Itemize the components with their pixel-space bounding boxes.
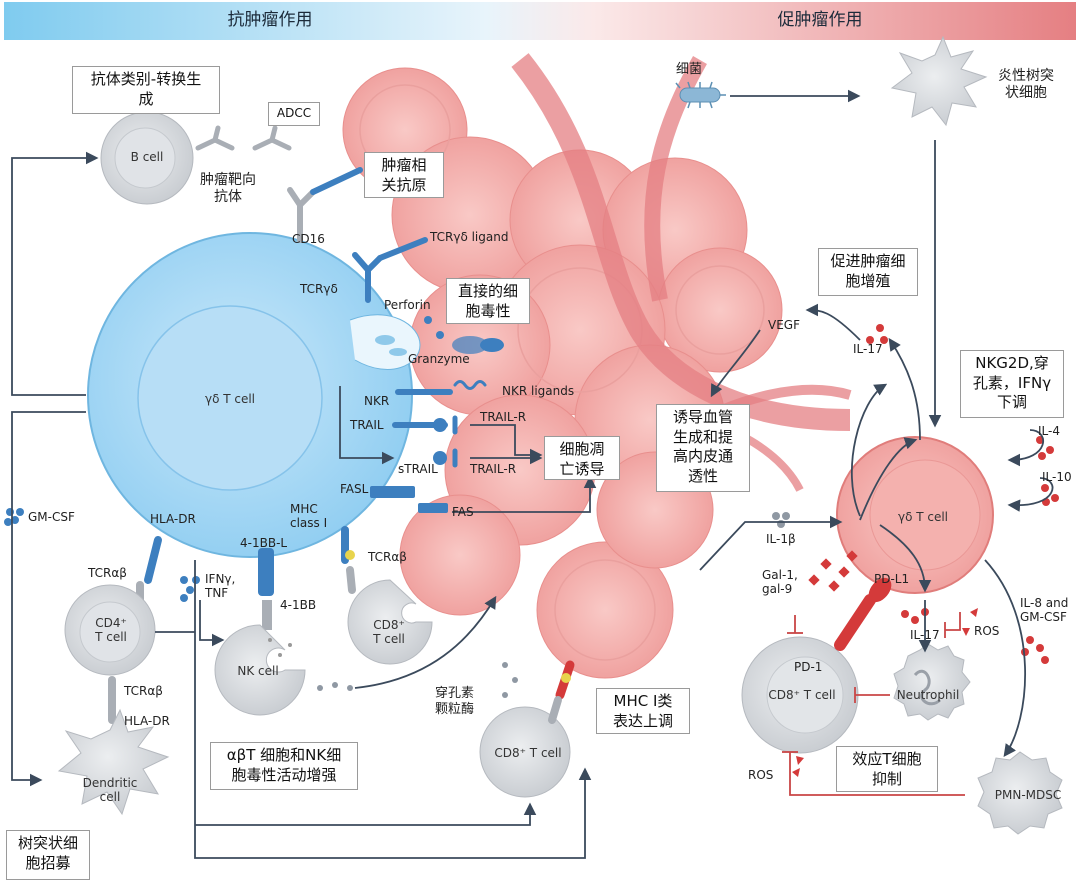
cell-cd4-label: CD4⁺T cell [95,616,127,644]
box-effector-suppression: 效应T细胞抑制 [836,746,938,792]
label-ros-left: ROS [748,768,774,782]
label-4-1bb: 4-1BB [280,598,317,612]
arrows [11,89,1054,859]
label-perforin-granzyme-cn: 穿孔素颗粒酶 [435,686,475,717]
label-inflammatory-dc: 炎性树突状细胞 [998,68,1054,101]
label-perforin: Perforin [384,298,431,312]
label-tcrab-cd4: TCRαβ [88,566,127,580]
box-promote-proliferation: 促进肿瘤细胞增殖 [818,248,918,296]
box-angiogenesis: 诱导血管生成和提高内皮通透性 [656,404,750,492]
label-tcrab-low: TCRαβ [124,684,163,698]
inhibition-lines [782,612,965,796]
label-tcrgd-ligand: TCRγδ ligand [430,230,509,244]
label-4-1bb-l: 4-1BB-L [240,536,288,550]
pmn-mdsc-body [977,751,1063,835]
cell-gd-left-label: γδ T cell [204,392,256,406]
cd8-t-cell-low-body [479,706,571,798]
label-ifng-tnf: IFNγ,TNF [205,572,236,601]
bacteria-shape [675,81,726,109]
header-band [4,2,1076,40]
label-granzyme: Granzyme [408,352,470,366]
label-fasl: FASL [340,482,369,496]
cd8-t-cell-mid-body [347,579,433,665]
label-gal: Gal-1,gal-9 [762,568,798,597]
label-il4: IL-4 [1038,424,1060,438]
receptors-mid [370,380,487,513]
label-il1b: IL-1β [766,532,796,546]
label-tcrab-cd8: TCRαβ [368,550,407,564]
box-dc-recruitment: 树突状细胞招募 [6,830,90,880]
antibodies [195,125,292,151]
label-nkr-ligands: NKR ligands [502,384,575,398]
cell-pmn-mdsc-label: PMN-MDSC [994,788,1062,802]
dendritic-cell-body [57,708,170,816]
label-hla-dr-top: HLA-DR [150,512,196,526]
box-adcc: ADCC [268,102,320,126]
cytokine-dots-red [792,324,1059,777]
label-trail-r-1: TRAIL-R [480,410,527,424]
header-right-title: 促肿瘤作用 [777,10,863,30]
label-ros-right: ROS [974,624,1000,638]
box-enhanced-cytotoxicity: αβT 细胞和NK细胞毒性活动增强 [210,742,358,790]
label-cd16: CD16 [292,232,325,246]
label-nkr: NKR [364,394,390,408]
label-tumor-targeting-antibody: 肿瘤靶向抗体 [200,172,256,205]
cell-b-cell-label: B cell [130,150,164,164]
box-mhc-upregulation: MHC Ⅰ类表达上调 [596,688,690,734]
label-hla-dr-low: HLA-DR [124,714,170,728]
nk-cell-body [214,624,306,716]
inflammatory-dc-body [890,35,988,127]
box-tumor-antigen: 肿瘤相关抗原 [364,152,444,198]
receptors-top [287,167,428,303]
cell-neutrophil-label: Neutrophil [896,688,960,702]
cell-gd-right-label: γδ T cell [897,510,949,524]
label-il17-low: IL-17 [910,628,940,642]
box-direct-cytotoxicity: 直接的细胞毒性 [446,278,530,324]
cell-cd8-right-label: CD8⁺ T cell [768,688,836,702]
gd-t-cell-left-nucleus [137,305,323,491]
neutrophil-body [893,643,971,721]
cell-cd8-mid-label: CD8⁺T cell [373,618,405,646]
label-tcrgd: TCRγδ [300,282,338,296]
label-trail-r-2: TRAIL-R [470,462,517,476]
header-left-title: 抗肿瘤作用 [227,10,313,30]
label-strail: sTRAIL [398,462,438,476]
label-pd-1: PD-1 [794,660,823,674]
label-gm-csf-left: GM-CSF [28,510,75,524]
cytokine-dots-grey [317,512,790,698]
label-il10: IL-10 [1042,470,1072,484]
label-il17-top: IL-17 [853,342,883,356]
label-fas: FAS [452,505,474,519]
cell-cd8-low-label: CD8⁺ T cell [494,746,562,760]
cell-nk-label: NK cell [237,664,279,678]
box-class-switch: 抗体类别-转换生成 [72,66,220,114]
label-bacteria: 细菌 [676,62,703,77]
box-apoptosis: 细胞凋亡诱导 [544,436,620,480]
label-trail: TRAIL [350,418,384,432]
label-pd-l1: PD-L1 [874,572,910,586]
label-vegf: VEGF [768,318,800,332]
